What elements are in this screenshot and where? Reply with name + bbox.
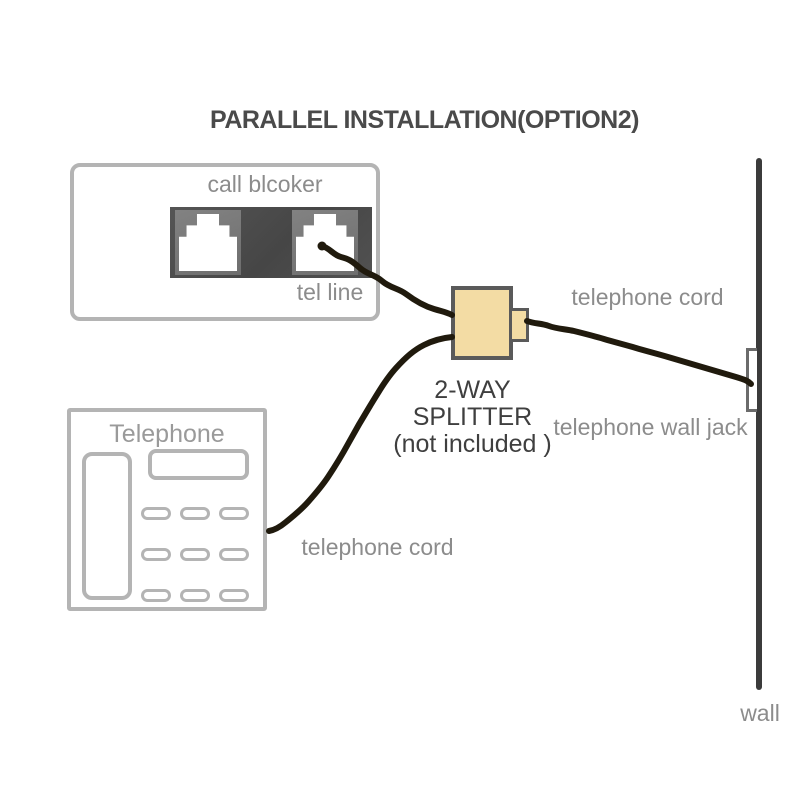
cord-splitter-to-walljack-path (524, 318, 754, 387)
keypad-button-icon (219, 507, 249, 520)
keypad-button-icon (141, 548, 171, 561)
splitter-plug (509, 308, 529, 342)
wall-line (756, 158, 762, 690)
tel-line-label: tel line (296, 279, 364, 305)
keypad-button-icon (219, 548, 249, 561)
telephone-display-icon (148, 449, 249, 480)
splitter-body (451, 286, 513, 360)
keypad-button-icon (180, 548, 210, 561)
rj11-socket-icon (296, 214, 354, 271)
wall-label: wall (740, 700, 780, 726)
keypad-button-icon (180, 589, 210, 602)
call-blocker-jack-module (170, 207, 372, 278)
splitter-caption-line2: SPLITTER (412, 403, 533, 431)
telephone-cord-top-label: telephone cord (571, 284, 724, 310)
splitter-caption: 2-WAY SPLITTER (not included ) (385, 377, 560, 458)
keypad-button-icon (141, 507, 171, 520)
tel-line-jack-icon (292, 210, 358, 275)
splitter-caption-line3: (not included ) (393, 430, 552, 458)
telephone-box: Telephone (67, 408, 267, 611)
call-blocker-label: call blcoker (207, 171, 323, 197)
telephone-cord-bottom-label: telephone cord (301, 534, 454, 560)
telephone-handset-icon (82, 452, 132, 600)
splitter-caption-line1: 2-WAY (434, 376, 511, 404)
telephone-wall-jack-label: telephone wall jack (553, 414, 748, 440)
keypad-button-icon (180, 507, 210, 520)
rj11-socket-icon (179, 214, 237, 271)
telephone-keypad (141, 507, 249, 602)
keypad-button-icon (141, 589, 171, 602)
diagram-title: PARALLEL INSTALLATION(OPTION2) (210, 106, 639, 134)
wall-jack-icon (746, 348, 757, 412)
telephone-label: Telephone (109, 420, 225, 448)
phone-jack-icon (175, 210, 241, 275)
keypad-button-icon (219, 589, 249, 602)
